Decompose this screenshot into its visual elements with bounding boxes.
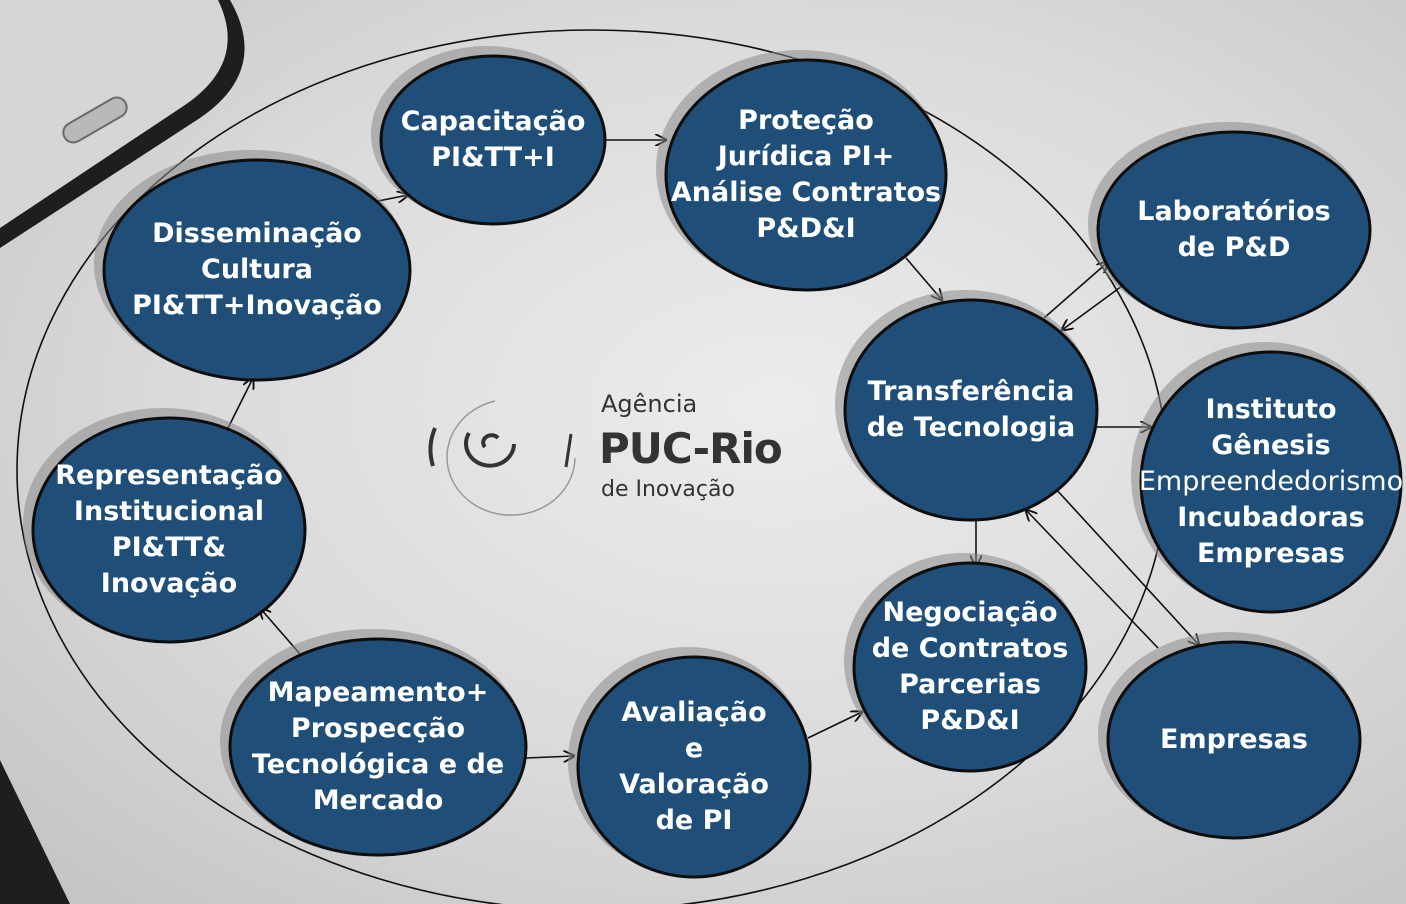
arrow-transferencia-to-laboratorios <box>1043 262 1108 319</box>
node-avaliacao <box>568 647 812 879</box>
arrow-laboratorios-to-transferencia <box>1062 285 1123 330</box>
node-ellipse-capacitacao <box>379 54 607 226</box>
nodes-layer <box>23 46 1403 879</box>
node-laboratorios <box>1088 122 1372 330</box>
node-empresas <box>1098 632 1362 840</box>
logo-text-agencia: Agência <box>601 390 698 418</box>
arrow-empresas-to-transferencia <box>1026 510 1159 649</box>
node-ellipse-disseminacao <box>102 158 412 382</box>
phone-decoration-bottom <box>0 760 70 904</box>
node-genesis <box>1131 342 1403 614</box>
node-ellipse-empresas <box>1106 640 1362 840</box>
logo-text-puc-rio: PUC-Rio <box>599 424 783 473</box>
arrow-transferencia-to-empresas <box>1054 487 1199 645</box>
node-mapeamento <box>220 629 528 857</box>
phone-home-button <box>62 96 128 144</box>
node-representacao <box>23 408 307 644</box>
puc-rio-logo-mark <box>428 400 576 516</box>
node-ellipse-laboratorios <box>1096 130 1372 330</box>
node-ellipse-genesis <box>1139 350 1403 614</box>
node-ellipse-mapeamento <box>228 637 528 857</box>
phone-decoration <box>0 0 245 248</box>
node-disseminacao <box>94 150 412 382</box>
node-ellipse-protecao <box>664 58 948 292</box>
node-capacitacao <box>371 46 607 226</box>
arrow-mapeamento-to-avaliacao <box>525 756 574 758</box>
node-negociacao <box>844 553 1088 773</box>
logo-text-de-inovacao: de Inovação <box>601 477 735 502</box>
node-ellipse-transferencia <box>843 298 1099 522</box>
node-ellipse-avaliacao <box>576 655 812 879</box>
node-transferencia <box>835 290 1099 522</box>
arrow-avaliacao-to-negociacao <box>807 712 862 739</box>
node-ellipse-negociacao <box>852 561 1088 773</box>
node-ellipse-representacao <box>31 416 307 644</box>
node-protecao <box>656 50 948 292</box>
